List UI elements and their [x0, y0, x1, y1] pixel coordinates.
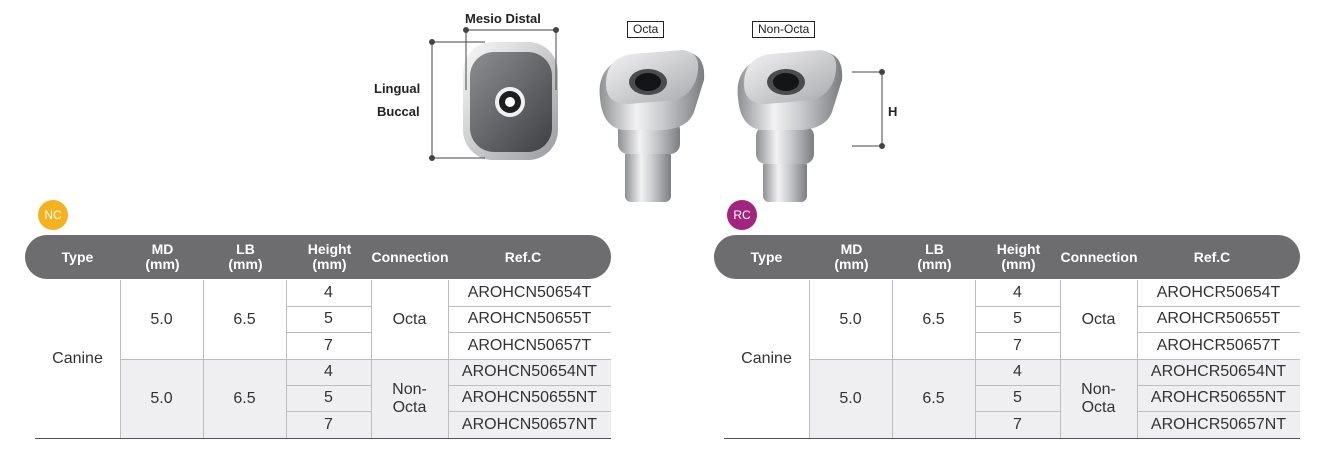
md-cell: 5.0 [150, 310, 173, 328]
octa-abutment-image [599, 50, 705, 202]
connection-cell: Octa [392, 310, 427, 328]
md-cell: 5.0 [839, 310, 862, 328]
non-octa-abutment-image [737, 50, 843, 202]
non-octa-group-band [120, 359, 611, 438]
height-cell: 4 [324, 284, 333, 301]
lingual-buccal-dimension [429, 39, 485, 161]
rc-spec-table: Type MD (mm) LB (mm) Height (mm) Connect… [714, 235, 1300, 440]
nc-spec-table: Type MD (mm) LB (mm) Height (mm) Connect… [25, 235, 611, 440]
height-cell: 5 [1013, 389, 1022, 406]
header-connection: Connection [371, 248, 449, 265]
height-dimension-label: H [888, 104, 898, 119]
octa-label: Octa [627, 21, 665, 38]
rc-badge: RC [727, 200, 757, 230]
product-diagram [429, 27, 885, 202]
lb-cell: 6.5 [922, 310, 945, 328]
non-octa-label: Non-Octa [752, 21, 816, 38]
height-cell: 7 [1013, 336, 1022, 354]
header-type: Type [750, 248, 783, 265]
header-connection: Connection [1060, 248, 1138, 265]
ref-cell: AROHCR50654NT [1150, 363, 1287, 380]
header-type: Type [61, 248, 94, 265]
top-view-abutment [463, 42, 558, 160]
ref-cell: AROHCN50655NT [461, 389, 598, 406]
table-header [25, 235, 611, 279]
header-lb: LB (mm) [917, 241, 952, 272]
header-md: MD (mm) [834, 241, 869, 272]
ref-cell: AROHCN50655T [467, 310, 592, 327]
mesio-distal-label: Mesio Distal [465, 11, 541, 26]
height-cell: 4 [324, 363, 333, 380]
nc-badge: NC [38, 200, 68, 230]
height-dimension [852, 69, 885, 149]
header-lb: LB (mm) [228, 241, 263, 272]
ref-cell: AROHCN50657T [467, 336, 592, 354]
ref-cell: AROHCR50655NT [1150, 389, 1287, 406]
height-cell: 7 [324, 336, 333, 354]
ref-cell: AROHCR50655T [1156, 310, 1281, 327]
mesio-distal-dimension [463, 27, 559, 90]
lingual-label: Lingual [374, 81, 421, 96]
lb-cell: 6.5 [233, 389, 256, 407]
connection-cell: Non- Octa [1081, 380, 1116, 416]
ref-cell: AROHCR50657T [1156, 336, 1281, 354]
header-md: MD (mm) [145, 241, 180, 272]
md-cell: 5.0 [839, 389, 862, 407]
type-cell: Canine [741, 350, 792, 367]
type-cell: Canine [52, 350, 103, 367]
height-cell: 7 [324, 415, 333, 433]
table-header [714, 235, 1300, 279]
md-cell: 5.0 [150, 389, 173, 407]
height-cell: 7 [1013, 415, 1022, 433]
height-cell: 4 [1013, 363, 1022, 380]
header-refc: Ref.C [504, 248, 542, 265]
ref-cell: AROHCN50654NT [461, 363, 598, 380]
header-refc: Ref.C [1193, 248, 1231, 265]
connection-cell: Octa [1081, 310, 1116, 328]
height-cell: 5 [1013, 310, 1022, 327]
table-body: Canine 5.0 6.5 4 5 7 Octa AROHCN50654T A… [35, 280, 611, 439]
table-body: Canine 5.0 6.5 4 5 7 Octa AROHCR50654T A… [724, 280, 1300, 439]
header-height: Height (mm) [307, 241, 352, 272]
ref-cell: AROHCN50654T [467, 284, 592, 301]
lb-cell: 6.5 [922, 389, 945, 407]
height-cell: 5 [324, 389, 333, 406]
buccal-label: Buccal [377, 104, 420, 119]
lb-cell: 6.5 [233, 310, 256, 328]
height-cell: 4 [1013, 284, 1022, 301]
non-octa-group-band [809, 359, 1300, 438]
connection-cell: Non- Octa [392, 380, 427, 416]
height-cell: 5 [324, 310, 333, 327]
header-height: Height (mm) [996, 241, 1041, 272]
ref-cell: AROHCN50657NT [461, 415, 598, 433]
ref-cell: AROHCR50657NT [1150, 415, 1287, 433]
ref-cell: AROHCR50654T [1156, 284, 1281, 301]
